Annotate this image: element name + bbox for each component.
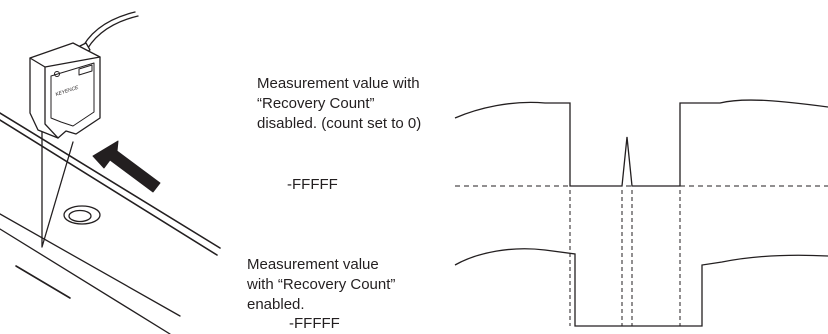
sensor-head-edge	[44, 66, 59, 139]
indicator-lamp	[54, 71, 60, 77]
waveform-graph	[454, 99, 828, 327]
label-line: with “Recovery Count”	[247, 276, 396, 293]
label-line: disabled. (count set to 0)	[257, 115, 422, 132]
waveform-enabled	[454, 248, 828, 327]
sensor-head-window	[78, 64, 93, 76]
label-line: enabled.	[247, 296, 305, 313]
sensor-illustration: KEYENCE	[0, 11, 221, 334]
sensor-head-front-panel	[50, 62, 95, 127]
target-plate-lower-edge	[0, 228, 171, 334]
target-plate-edge	[0, 119, 218, 256]
hole-inner	[68, 209, 92, 223]
ffffff-label-bottom: -FFFFF	[289, 315, 340, 332]
laser-beam	[41, 121, 74, 248]
recovery-enabled-label: Measurement value with “Recovery Count” …	[247, 255, 395, 315]
movement-arrow	[92, 140, 161, 193]
target-plate-edge	[0, 112, 221, 249]
label-line: Measurement value with	[257, 75, 420, 92]
ffffff-label-top: -FFFFF	[287, 176, 338, 193]
recovery-disabled-label: Measurement value with “Recovery Count” …	[257, 74, 421, 134]
target-plate-lower-edge	[0, 213, 181, 317]
hole	[63, 205, 101, 225]
label-line: Measurement value	[247, 256, 379, 273]
waveform-disabled	[454, 99, 828, 187]
label-line: “Recovery Count”	[257, 95, 375, 112]
target-plate-bottom-edge	[15, 265, 71, 299]
